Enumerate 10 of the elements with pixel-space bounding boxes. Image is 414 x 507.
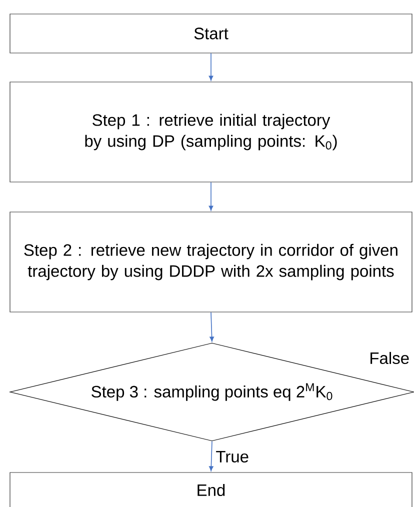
- arrow: [210, 312, 214, 342]
- arrow: [208, 182, 214, 211]
- edge-label: True: [216, 451, 248, 462]
- process-box: Start: [10, 14, 412, 54]
- process-box: Step 1 : retrieve initial trajectory by using DP (sampling points: K$_{0}$): [10, 82, 412, 182]
- branch-label: False: [370, 352, 409, 364]
- arrow: [208, 52, 214, 81]
- arrow: [209, 440, 214, 472]
- process-box: Step 2 : retrieve new trajectory in corridor of given trajectory by using DDDP with 2x sampling points: [10, 212, 412, 312]
- process-box: End: [10, 472, 412, 507]
